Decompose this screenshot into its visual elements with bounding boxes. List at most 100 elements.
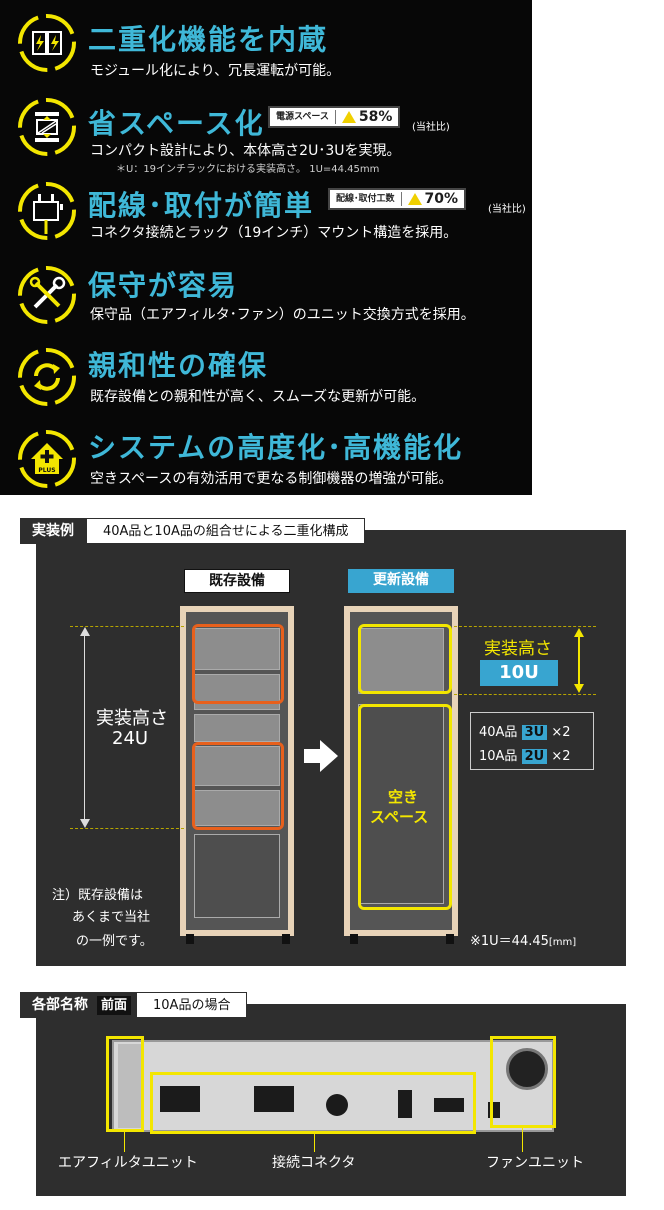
badge-value: 70% — [424, 191, 459, 207]
feature-title: システムの高度化･高機能化 — [88, 431, 464, 464]
rack-foot — [282, 934, 290, 944]
rack-unit — [194, 790, 280, 826]
parts-tag: 各部名称 前面 10A品の場合 — [20, 992, 248, 1018]
new-height-label: 実装高さ — [484, 639, 552, 659]
feature-desc: モジュール化により、冗長運転が可能。 — [90, 63, 341, 79]
unit-note-text: ※1U＝44.45 — [470, 934, 549, 949]
feature-title: 配線･取付が簡単 — [88, 189, 315, 222]
example-panel — [36, 530, 626, 966]
rack-foot — [446, 934, 454, 944]
feature-space-saving: 省スペース化 電源スペース 58% (当社比) コンパクト設計により、本体高さ2… — [0, 92, 532, 175]
highlight-new-units — [358, 624, 452, 694]
unit-note: ※1U＝44.45[mm] — [470, 930, 576, 949]
highlight-power-top — [192, 624, 284, 704]
feature-compatibility: 親和性の確保 既存設備との親和性が高く、スムーズな更新が可能。 — [0, 342, 532, 422]
fan — [506, 1048, 548, 1090]
existing-label: 既存設備 — [184, 569, 290, 593]
dim-line-top — [454, 626, 596, 627]
updated-rack — [344, 606, 458, 936]
wiring-badge: 配線･取付工数 70% — [328, 188, 467, 210]
dim-line-bottom — [70, 828, 184, 829]
empty-space-label-2: スペース — [370, 808, 429, 826]
lightning-icon — [18, 14, 76, 72]
feature-title: 保守が容易 — [88, 269, 239, 302]
plug-icon — [18, 182, 76, 240]
highlight-air-filter — [106, 1036, 144, 1132]
existing-height-value: 24U — [112, 728, 149, 749]
rack-unit — [194, 674, 280, 710]
unit-footnote: ＊U：19インチラックにおける実装高さ。 1U=44.45mm — [116, 164, 380, 175]
spec-qty: ×2 — [551, 725, 571, 740]
existing-rack — [180, 606, 294, 936]
spec-units: 2U — [521, 749, 548, 764]
feature-desc: コネクタ接続とラック（19インチ）マウント構造を採用。 — [90, 225, 458, 241]
plus-label: PLUS — [38, 467, 55, 474]
existing-height-label: 実装高さ — [96, 708, 168, 729]
example-tag: 実装例 40A品と10A品の組合せによる二重化構成 — [20, 518, 366, 544]
terminal-block — [434, 1098, 464, 1112]
up-triangle-icon — [407, 193, 422, 205]
leader-line — [124, 1132, 125, 1152]
feature-desc: コンパクト設計により、本体高さ2U･3Uを実現。 — [90, 143, 401, 159]
switch — [398, 1090, 412, 1118]
feature-desc: 保守品（エアフィルタ･ファン）のユニット交換方式を採用。 — [90, 307, 475, 323]
arrow-down-icon — [574, 684, 584, 693]
spec-name: 10A品 — [479, 749, 518, 764]
dim-line — [84, 632, 85, 822]
new-height-value: 10U — [480, 660, 558, 686]
badge-label: 電源スペース — [270, 110, 336, 124]
badge-value: 58% — [358, 109, 393, 125]
spec-name: 40A品 — [479, 725, 518, 740]
rack-blank-panel — [194, 834, 280, 918]
compress-icon — [18, 98, 76, 156]
feature-enhancement: PLUS システムの高度化･高機能化 空きスペースの有効活用で更なる制御機器の増… — [0, 424, 532, 504]
space-badge: 電源スペース 58% — [268, 106, 401, 128]
parts-tag-desc: 10A品の場合 — [136, 992, 248, 1018]
connector — [254, 1086, 294, 1112]
example-tag-desc: 40A品と10A品の組合せによる二重化構成 — [86, 518, 366, 544]
rack-unit — [194, 628, 280, 670]
rack-unit — [358, 628, 444, 694]
empty-space-label-1: 空き — [388, 788, 419, 806]
rack-unit — [194, 714, 280, 742]
arrow-down-icon — [80, 819, 90, 828]
up-triangle-icon — [341, 111, 356, 123]
plus-home-icon: PLUS — [18, 430, 76, 488]
badge-label: 配線･取付工数 — [330, 192, 402, 206]
refresh-icon — [18, 348, 76, 406]
example-tag-label: 実装例 — [20, 518, 86, 544]
terminal-block — [160, 1086, 200, 1112]
feature-maintenance: 保守が容易 保守品（エアフィルタ･ファン）のユニット交換方式を採用。 — [0, 260, 532, 340]
tools-icon — [18, 266, 76, 324]
feature-title: 親和性の確保 — [88, 349, 269, 382]
feature-title: 二重化機能を内蔵 — [88, 23, 329, 56]
feature-redundancy: 二重化機能を内蔵 モジュール化により、冗長運転が可能。 — [0, 6, 532, 86]
updated-label: 更新設備 — [348, 569, 454, 593]
leader-line — [314, 1134, 315, 1152]
highlight-power-bottom — [192, 742, 284, 830]
arrow-up-icon — [574, 628, 584, 637]
highlight-empty-space — [358, 704, 452, 910]
note-line: あくまで当社 — [72, 910, 151, 925]
feature-desc: 空きスペースの有効活用で更なる制御機器の増強が可能。 — [90, 471, 453, 487]
round-connector — [326, 1094, 348, 1116]
air-filter-label: エアフィルタユニット — [58, 1155, 198, 1171]
note-line: 注）既存設備は — [52, 888, 144, 903]
highlight-connector — [150, 1072, 476, 1134]
feature-desc: 既存設備との親和性が高く、スムーズな更新が可能。 — [90, 389, 426, 405]
features-section: 二重化機能を内蔵 モジュール化により、冗長運転が可能。 省スペース化 電源スペー… — [0, 0, 532, 495]
connector-label: 接続コネクタ — [272, 1155, 356, 1171]
dim-line-top — [70, 626, 184, 627]
comparison-note: (当社比) — [488, 204, 526, 215]
arrow-right-icon — [304, 740, 338, 772]
rack-unit — [194, 746, 280, 786]
spec-qty: ×2 — [551, 749, 571, 764]
leader-line — [522, 1128, 523, 1152]
spec-box: 40A品 3U ×2 10A品 2U ×2 — [470, 712, 594, 770]
parts-tag-sub: 前面 — [97, 996, 132, 1015]
parts-tag-label: 各部名称 — [20, 992, 92, 1018]
comparison-note: (当社比) — [412, 122, 450, 133]
dim-line-bottom — [454, 694, 596, 695]
highlight-fan — [490, 1036, 556, 1128]
arrow-up-icon — [80, 627, 90, 636]
